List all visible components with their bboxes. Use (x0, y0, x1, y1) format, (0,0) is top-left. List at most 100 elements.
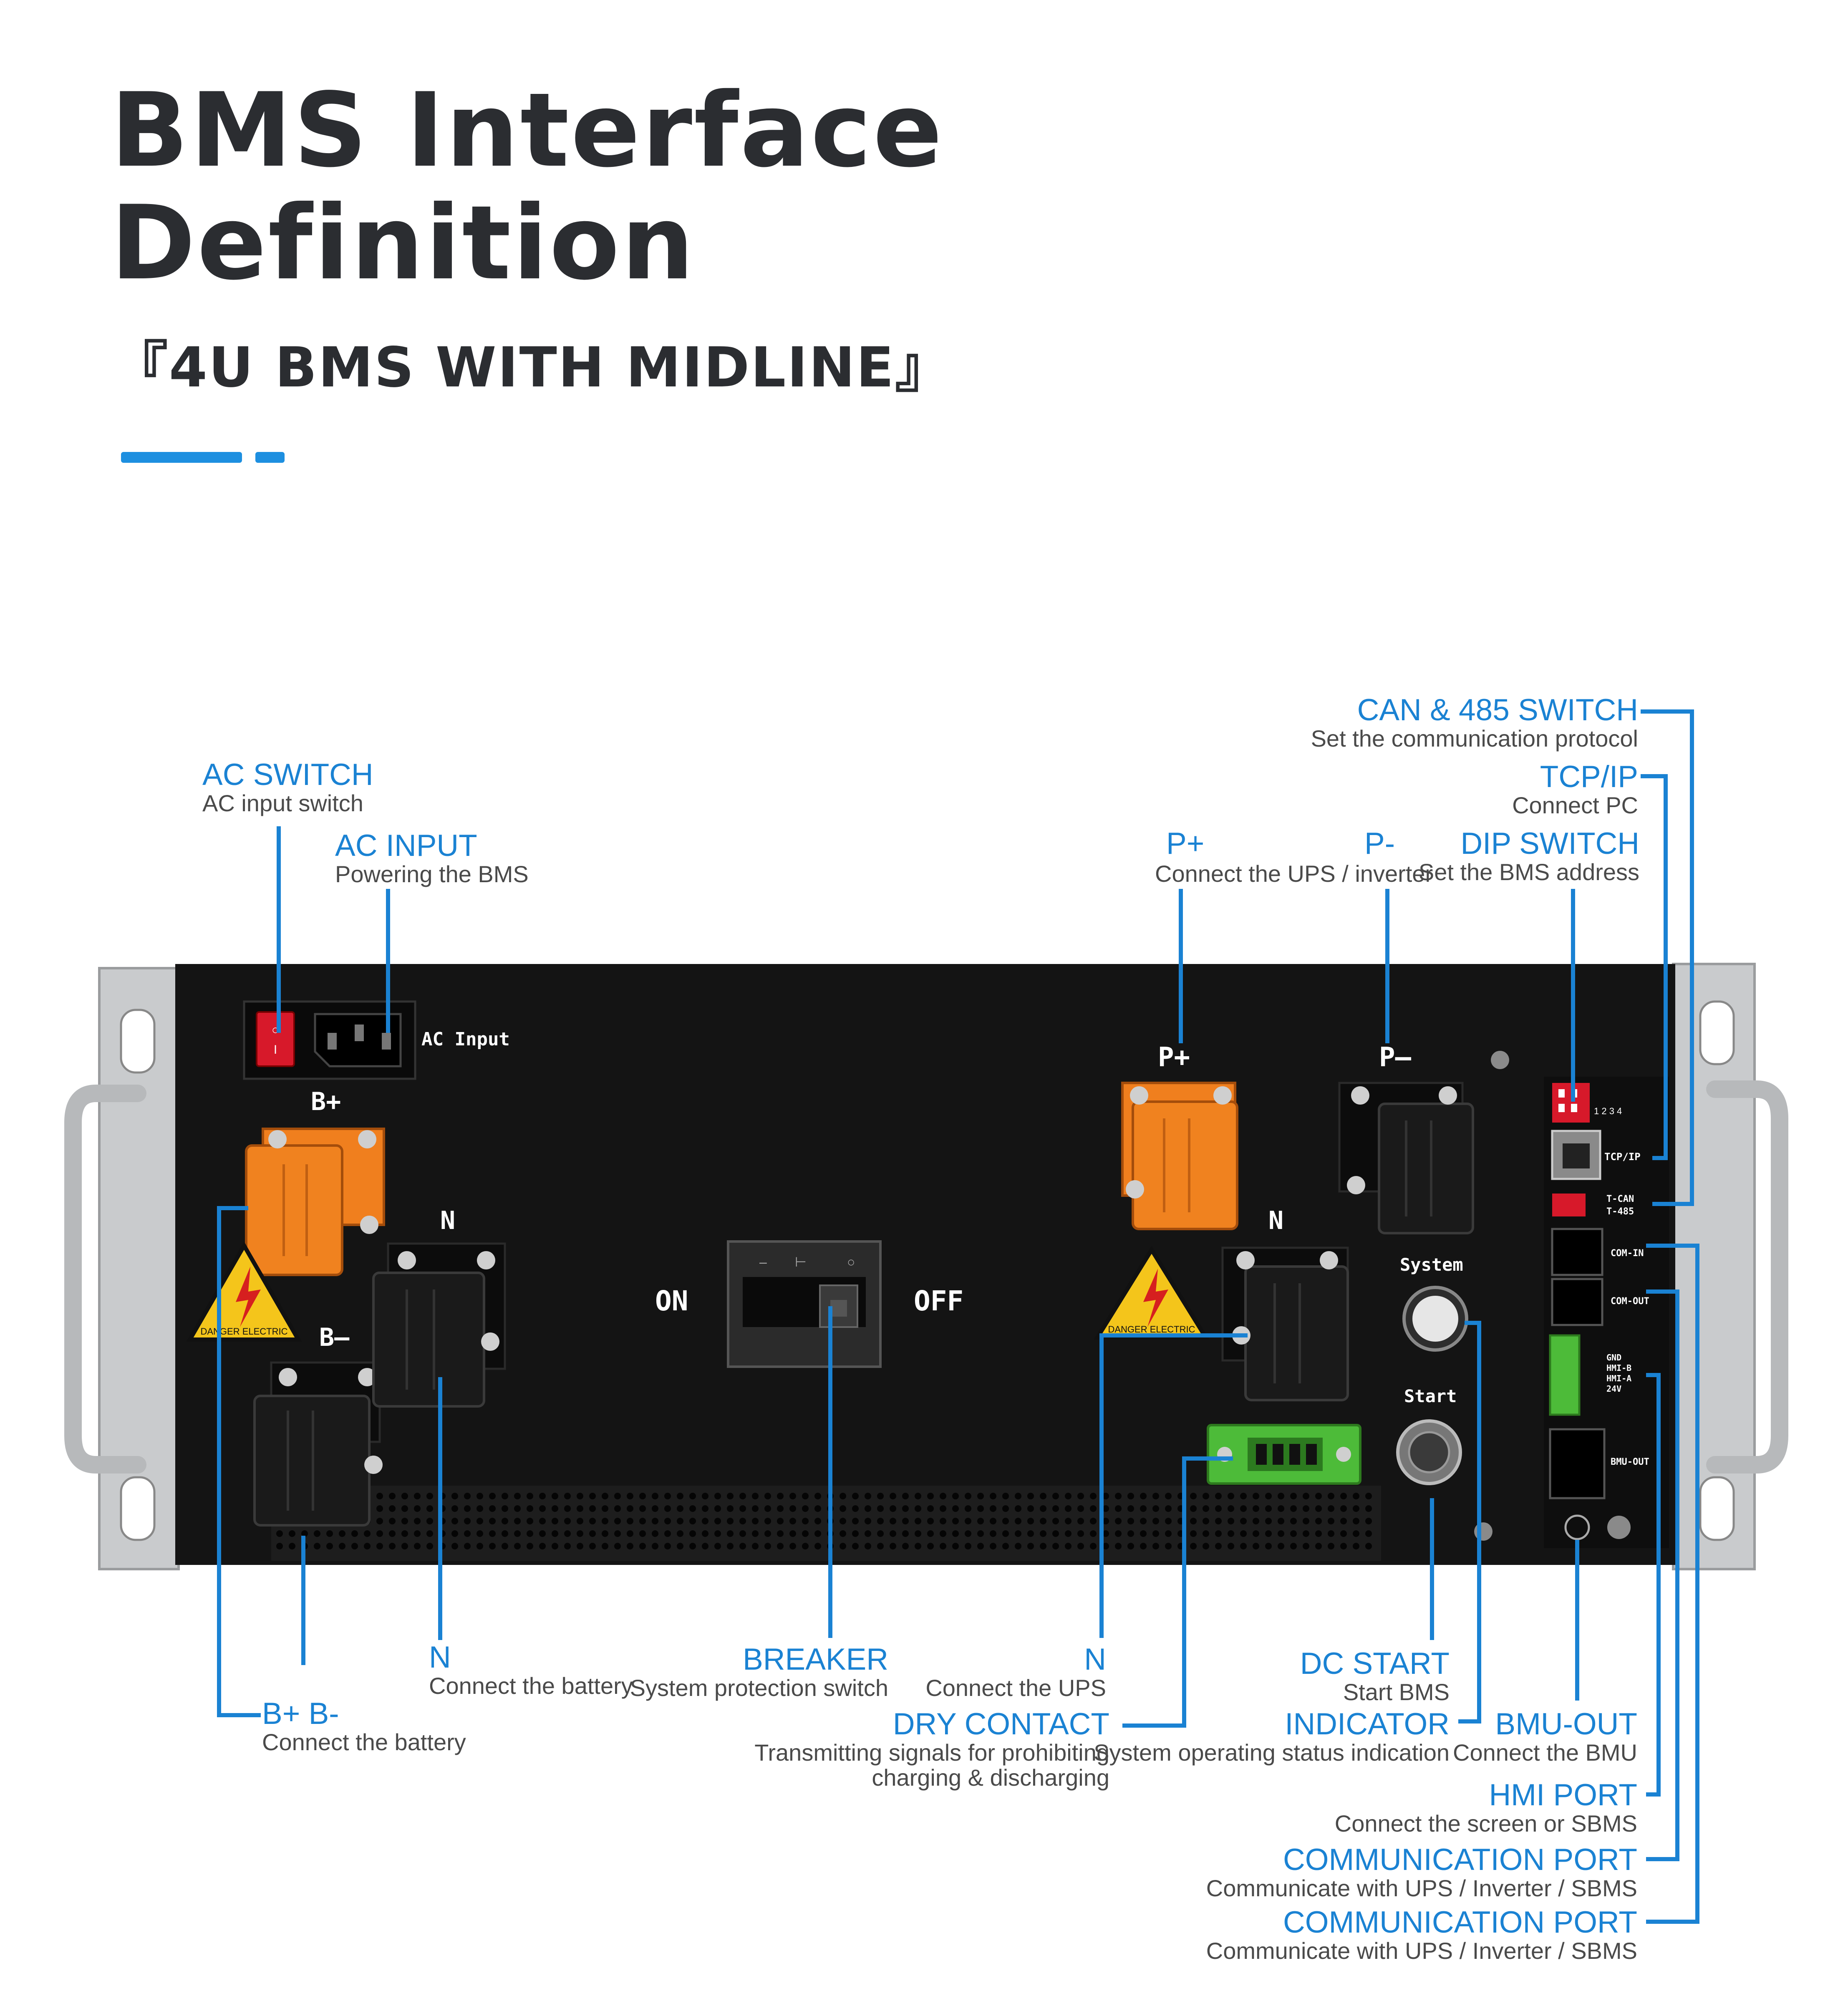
vent-hole (1027, 1518, 1034, 1524)
vent-hole (401, 1543, 408, 1549)
vent-hole (502, 1505, 508, 1512)
vent-hole (514, 1493, 521, 1499)
vent-hole (915, 1530, 921, 1537)
vent-hole (376, 1543, 383, 1549)
vent-hole (1065, 1493, 1071, 1499)
t-485-print: T-485 (1606, 1206, 1634, 1217)
vent-hole (1365, 1543, 1372, 1549)
vent-hole (677, 1530, 683, 1537)
vent-hole (752, 1543, 759, 1549)
vent-hole (502, 1543, 508, 1549)
vent-hole (764, 1505, 771, 1512)
vent-hole (426, 1505, 433, 1512)
vent-hole (927, 1493, 934, 1499)
vent-hole (677, 1543, 683, 1549)
vent-hole (1165, 1518, 1172, 1524)
callout-ac-switch-title: AC SWITCH (202, 758, 373, 792)
vent-hole (376, 1493, 383, 1499)
vent-hole (1115, 1505, 1122, 1512)
vent-hole (965, 1518, 971, 1524)
com-out-port (1551, 1278, 1603, 1326)
vent-hole (489, 1530, 496, 1537)
vent-hole (1353, 1493, 1359, 1499)
vent-hole (627, 1543, 633, 1549)
vent-hole (401, 1493, 408, 1499)
vent-hole (840, 1493, 846, 1499)
vent-hole (814, 1505, 821, 1512)
vent-grille (271, 1486, 1381, 1561)
vent-hole (802, 1518, 809, 1524)
vent-hole (764, 1530, 771, 1537)
vent-hole (1215, 1543, 1222, 1549)
vent-hole (777, 1518, 784, 1524)
vent-hole (977, 1493, 984, 1499)
vent-hole (489, 1493, 496, 1499)
vent-hole (877, 1493, 884, 1499)
vent-hole (714, 1530, 721, 1537)
vent-hole (451, 1530, 458, 1537)
t-can-print: T-CAN (1606, 1194, 1634, 1204)
vent-hole (577, 1543, 583, 1549)
vent-hole (1278, 1518, 1284, 1524)
vent-hole (852, 1543, 859, 1549)
vent-hole (764, 1518, 771, 1524)
vent-hole (890, 1530, 896, 1537)
vent-hole (1027, 1543, 1034, 1549)
vent-hole (1102, 1493, 1109, 1499)
vent-hole (890, 1493, 896, 1499)
vent-hole (339, 1543, 345, 1549)
vent-hole (276, 1530, 283, 1537)
vent-hole (739, 1543, 746, 1549)
callout-bmu-out-title: BMU-OUT (1495, 1707, 1637, 1741)
vent-hole (1353, 1543, 1359, 1549)
vent-hole (1240, 1530, 1247, 1537)
vent-hole (739, 1518, 746, 1524)
left-ear-slot-bottom (120, 1476, 156, 1541)
vent-hole (1365, 1493, 1372, 1499)
line-tcp-ip (1641, 774, 1668, 1160)
callout-hmi-port-title: HMI PORT (1489, 1778, 1637, 1812)
vent-hole (977, 1543, 984, 1549)
svg-text:–: – (759, 1254, 767, 1269)
vent-hole (1215, 1493, 1222, 1499)
callout-ac-input: AC INPUT Powering the BMS (335, 830, 529, 886)
vent-hole (764, 1543, 771, 1549)
callout-bmu-out-desc: Connect the BMU (1453, 1739, 1637, 1766)
n-right-print: N (1268, 1206, 1283, 1235)
vent-hole (376, 1518, 383, 1524)
page-title-line-2: Definition (111, 184, 696, 303)
vent-hole (702, 1530, 708, 1537)
callout-breaker-title: BREAKER (743, 1643, 888, 1676)
vent-hole (689, 1505, 696, 1512)
vent-hole (451, 1493, 458, 1499)
vent-hole (414, 1543, 421, 1549)
vent-hole (702, 1493, 708, 1499)
vent-hole (777, 1530, 784, 1537)
vent-hole (351, 1543, 358, 1549)
vent-hole (777, 1493, 784, 1499)
hmi-pin-4: 24V (1606, 1384, 1621, 1394)
vent-hole (927, 1518, 934, 1524)
vent-hole (464, 1530, 471, 1537)
vent-hole (1027, 1505, 1034, 1512)
vent-hole (789, 1505, 796, 1512)
vent-hole (1002, 1505, 1009, 1512)
vent-hole (1127, 1505, 1134, 1512)
n-right-connector (1244, 1265, 1349, 1401)
vent-hole (464, 1518, 471, 1524)
vent-hole (1115, 1543, 1122, 1549)
callout-n-ups-title: N (1084, 1643, 1106, 1676)
vent-hole (326, 1530, 333, 1537)
vent-hole (777, 1543, 784, 1549)
right-ear-slot-top (1699, 1000, 1735, 1065)
vent-hole (840, 1505, 846, 1512)
vent-hole (276, 1543, 283, 1549)
vent-hole (1215, 1505, 1222, 1512)
vent-hole (489, 1518, 496, 1524)
vent-hole (1065, 1505, 1071, 1512)
vent-hole (652, 1530, 658, 1537)
vent-hole (1190, 1530, 1197, 1537)
left-handle (64, 1085, 146, 1474)
vent-hole (451, 1518, 458, 1524)
vent-hole (552, 1543, 558, 1549)
